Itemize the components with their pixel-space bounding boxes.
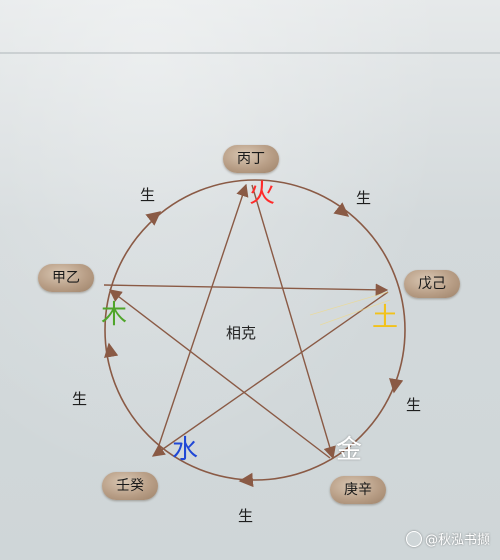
generate-label-earth-metal: 生	[406, 396, 422, 414]
generate-arrow-water-wood	[104, 342, 119, 358]
paper-fold-line	[0, 52, 500, 54]
generating-cycle-circle	[104, 179, 406, 481]
control-line-water-fire	[155, 183, 249, 455]
generate-label-fire-earth: 生	[356, 189, 372, 207]
generate-arrow-metal-water	[238, 472, 254, 488]
center-label: 相克	[226, 324, 257, 342]
element-water: 水	[172, 435, 199, 465]
watermark-logo-icon	[405, 531, 422, 547]
stem-pill-geng-xin: 庚辛	[330, 476, 386, 504]
stem-pill-bing-ding: 丙丁	[223, 145, 279, 173]
generate-arrow-fire-earth	[333, 202, 350, 217]
element-earth: 土	[372, 303, 399, 333]
stem-pill-jia-yi: 甲乙	[38, 264, 94, 292]
generate-label-metal-water: 生	[238, 507, 254, 525]
generate-label-water-wood: 生	[72, 390, 88, 408]
generate-label-wood-fire: 生	[140, 186, 156, 204]
control-line-earth-water	[151, 291, 389, 457]
stem-pill-ren-gui: 壬癸	[102, 472, 158, 500]
element-fire: 火	[249, 179, 276, 209]
control-line-fire-metal	[251, 184, 336, 460]
control-line-wood-earth	[103, 283, 389, 297]
generate-arrow-wood-fire	[145, 211, 162, 226]
element-wood: 木	[101, 300, 128, 330]
control-line-metal-wood	[108, 289, 331, 459]
stem-pill-wu-ji: 戊己	[404, 270, 460, 298]
watermark-text: @秋泓书撷	[424, 533, 490, 548]
generate-arrow-earth-metal	[389, 378, 404, 394]
element-metal: 金	[336, 435, 363, 465]
watermark: @秋泓书撷	[405, 529, 490, 548]
